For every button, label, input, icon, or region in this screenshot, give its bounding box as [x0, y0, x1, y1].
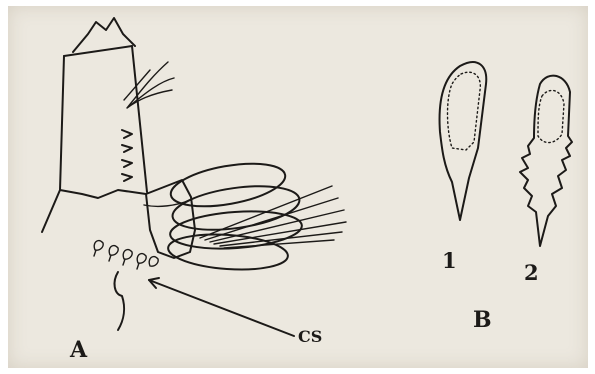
segment-left-edge — [42, 56, 64, 232]
pointer-line-cs — [149, 280, 294, 336]
segment-spines — [122, 130, 132, 181]
structure-1-label: 1 — [442, 248, 457, 273]
structure-2-label: 2 — [524, 260, 539, 285]
segment-right-edge — [132, 46, 147, 192]
panel-a-label: A — [69, 337, 88, 363]
structure-cs-label: CS — [298, 327, 322, 346]
panel-b-label: B — [473, 307, 492, 333]
panel-b-drawings — [440, 62, 572, 246]
structure-1-inner-outline — [448, 72, 481, 150]
structure-2-inner-outline — [538, 90, 564, 142]
segment-joint — [60, 190, 146, 198]
basal-curve — [115, 272, 125, 330]
leaflet-2 — [170, 179, 302, 236]
structure-1-outline — [440, 62, 487, 220]
setae-fan — [200, 186, 346, 248]
small-spines-cs — [94, 241, 158, 269]
structure-2-outline — [520, 76, 572, 246]
setae-top — [124, 62, 174, 108]
appendage-drawing-a — [42, 18, 346, 336]
